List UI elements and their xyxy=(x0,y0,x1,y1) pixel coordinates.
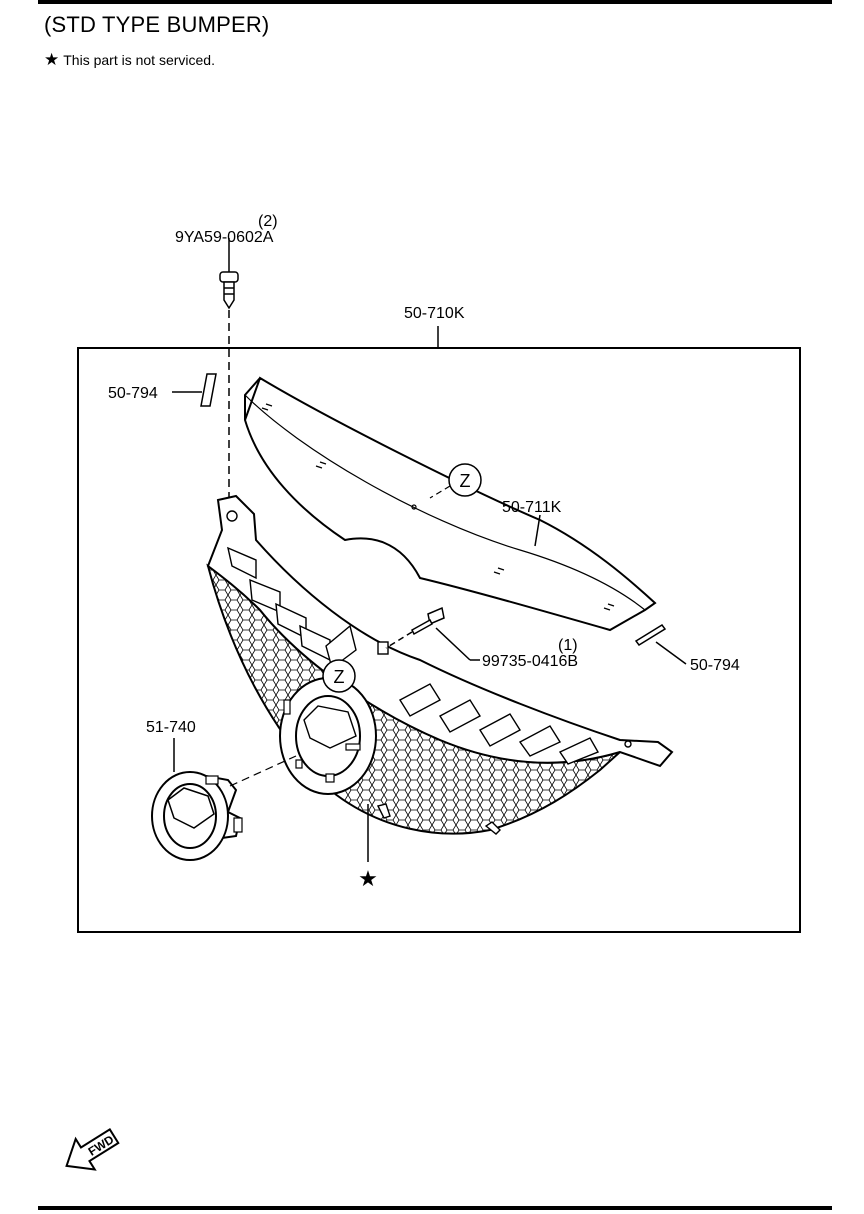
service-note: ★This part is not serviced. xyxy=(44,50,215,70)
cover-leader xyxy=(534,514,541,547)
top-rule xyxy=(38,0,832,4)
emblem xyxy=(151,771,243,861)
tape-left-label: 50-794 xyxy=(108,385,158,402)
service-note-text: This part is not serviced. xyxy=(63,52,215,68)
tape-left xyxy=(200,373,217,407)
bottom-rule xyxy=(38,1206,832,1210)
assembly-label: 50-710K xyxy=(404,305,465,322)
tape-right-label: 50-794 xyxy=(690,657,740,674)
clip-fastener xyxy=(219,238,239,510)
ref-z-upper-label: Z xyxy=(460,471,471,491)
tape-right xyxy=(634,624,667,646)
screw-leader xyxy=(435,627,471,661)
fwd-arrow-icon: FWD xyxy=(65,1128,120,1171)
not-serviced-star-icon: ★ xyxy=(44,50,60,69)
ref-z-lower: Z xyxy=(322,659,356,693)
clip-qty-label: (2) xyxy=(258,213,278,230)
ref-z-upper: Z xyxy=(448,463,482,497)
front-grille xyxy=(206,494,674,835)
screw-qty-label: (1) xyxy=(558,637,578,654)
cover-z-dash xyxy=(429,485,451,499)
emblem-label: 51-740 xyxy=(146,719,196,736)
clip-part-label: 9YA59-0602A xyxy=(175,229,274,246)
page-title: (STD TYPE BUMPER) xyxy=(44,12,270,37)
tape-right-leader xyxy=(655,641,687,665)
screw-fastener xyxy=(385,606,445,649)
assembly-frame xyxy=(77,347,801,933)
cover-label: 50-711K xyxy=(502,499,562,516)
screw-part-label: 99735-0416B xyxy=(482,653,578,670)
grille-star-icon: ★ xyxy=(358,866,378,891)
ref-z-lower-label: Z xyxy=(334,667,345,687)
